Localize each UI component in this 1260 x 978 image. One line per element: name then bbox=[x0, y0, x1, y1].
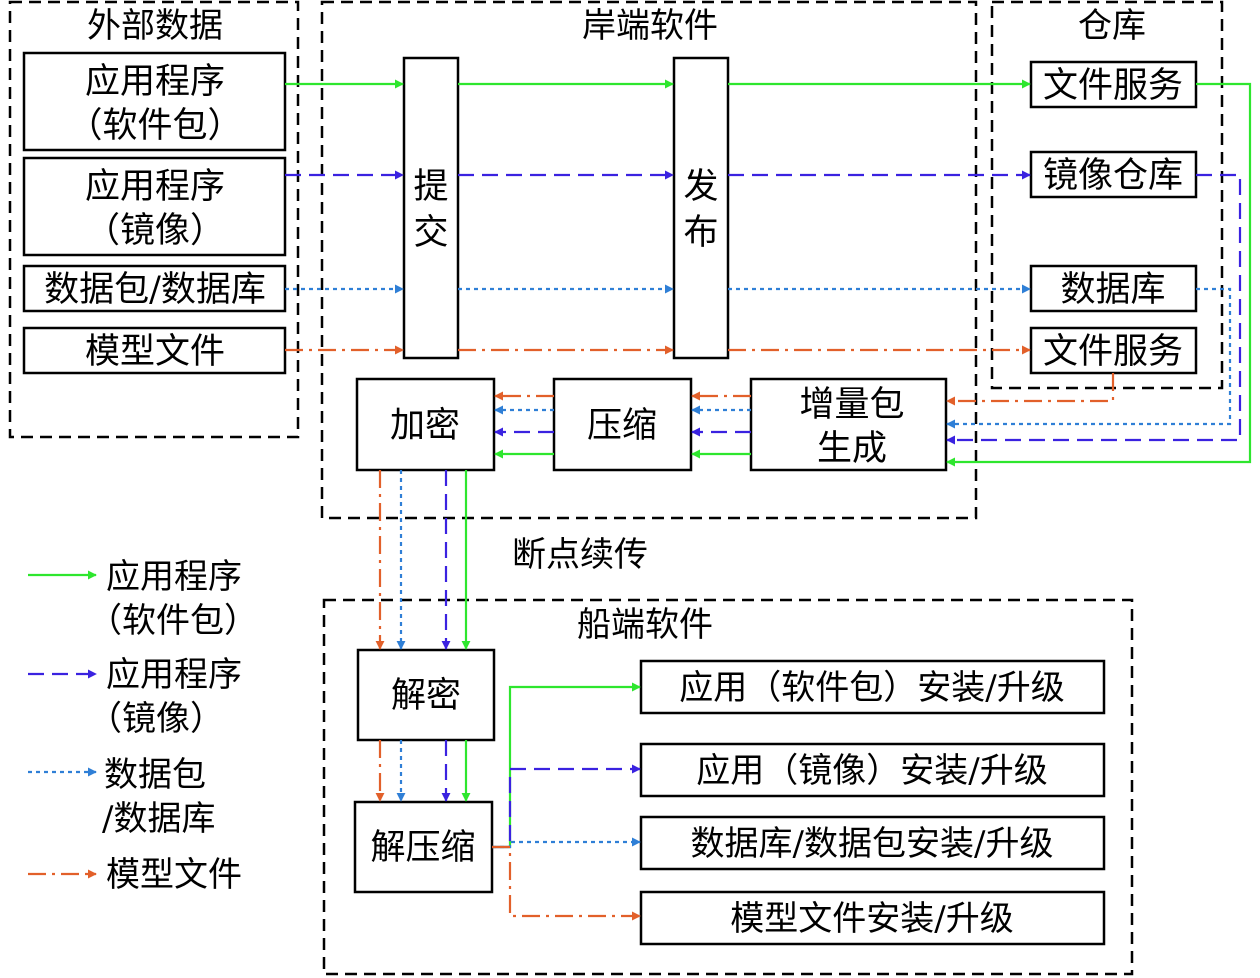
boxes bbox=[22, 51, 1198, 946]
label-install-app-package: 应用（软件包）安装/升级 bbox=[679, 668, 1064, 708]
label-submit-2: 交 bbox=[413, 213, 448, 253]
legend-label-model: 模型文件 bbox=[106, 855, 242, 895]
box-install-model bbox=[639, 890, 1106, 946]
label-data-package: 数据包/数据库 bbox=[44, 270, 266, 310]
box-app-package bbox=[22, 51, 287, 152]
box-compress bbox=[552, 377, 693, 472]
box-database bbox=[1029, 264, 1198, 313]
label-file-service-2: 文件服务 bbox=[1043, 332, 1183, 372]
box-encrypt bbox=[355, 377, 496, 472]
label-database: 数据库 bbox=[1060, 270, 1165, 310]
arrow-image-repo-to-delta bbox=[946, 173, 1242, 445]
legend-label-data-1: 数据包 bbox=[104, 755, 206, 795]
label-publish-1: 发 bbox=[683, 167, 718, 207]
label-install-app-image: 应用（镜像）安装/升级 bbox=[696, 751, 1047, 791]
box-decrypt bbox=[356, 648, 496, 742]
arrow-decompress-to-install-pkg bbox=[492, 682, 641, 849]
repository-title: 仓库 bbox=[1078, 6, 1146, 46]
group-containers bbox=[8, 0, 1224, 976]
label-encrypt: 加密 bbox=[390, 406, 460, 446]
box-install-data bbox=[639, 815, 1106, 871]
legend-label-app-image-1: 应用程序 bbox=[106, 655, 242, 695]
shore-software-group bbox=[320, 0, 978, 520]
arrow-decompress-to-install-image bbox=[492, 764, 641, 849]
legend-label-app-image-2: （镜像） bbox=[88, 699, 224, 739]
label-model-file: 模型文件 bbox=[85, 332, 225, 372]
box-decompress bbox=[353, 800, 494, 894]
label-submit-1: 提 bbox=[413, 167, 448, 207]
external-data-title: 外部数据 bbox=[87, 6, 223, 46]
box-publish bbox=[672, 56, 730, 360]
label-app-image-1: 应用程序 bbox=[85, 167, 225, 207]
box-install-app-package bbox=[639, 659, 1106, 715]
label-app-package-1: 应用程序 bbox=[85, 62, 225, 102]
ship-software-group bbox=[322, 598, 1134, 976]
flow-app-image bbox=[285, 170, 1242, 849]
box-delta-package bbox=[749, 377, 948, 472]
box-model-file bbox=[22, 326, 287, 375]
label-install-model: 模型文件安装/升级 bbox=[730, 899, 1013, 939]
label-delta-1: 增量包 bbox=[799, 385, 904, 425]
arrow-file-service-to-delta bbox=[946, 82, 1252, 467]
legend-label-data-2: /数据库 bbox=[102, 799, 215, 839]
box-app-image bbox=[22, 156, 287, 257]
label-app-package-2: （软件包） bbox=[67, 106, 242, 146]
arrow-file-service-2-to-delta bbox=[946, 373, 1115, 406]
box-image-repo bbox=[1029, 150, 1198, 199]
label-install-data: 数据库/数据包安装/升级 bbox=[691, 824, 1054, 864]
resume-transfer-label: 断点续传 bbox=[512, 535, 648, 575]
box-install-app-image bbox=[639, 742, 1106, 798]
label-publish-2: 布 bbox=[683, 213, 718, 253]
label-decrypt: 解密 bbox=[391, 676, 461, 716]
arrow-decompress-to-install-model bbox=[492, 845, 641, 921]
box-file-service-2 bbox=[1029, 326, 1198, 375]
label-image-repo: 镜像仓库 bbox=[1043, 156, 1183, 196]
ship-software-title: 船端软件 bbox=[577, 605, 713, 645]
shore-software-title: 岸端软件 bbox=[582, 6, 718, 46]
legend: 应用程序 （软件包） 应用程序 （镜像） 数据包 /数据库 模型文件 bbox=[28, 557, 258, 895]
flow-model bbox=[285, 345, 1115, 921]
legend-label-app-package-2: （软件包） bbox=[88, 601, 258, 641]
label-file-service: 文件服务 bbox=[1043, 66, 1183, 106]
label-delta-2: 生成 bbox=[817, 429, 887, 469]
label-compress: 压缩 bbox=[587, 406, 657, 446]
external-data-group bbox=[8, 0, 300, 439]
label-app-image-2: （镜像） bbox=[85, 211, 225, 251]
label-decompress: 解压缩 bbox=[370, 828, 475, 868]
legend-label-app-package-1: 应用程序 bbox=[106, 557, 242, 597]
arrow-decompress-to-install-data bbox=[492, 837, 641, 849]
repository-group bbox=[990, 0, 1224, 390]
arrow-database-to-delta bbox=[946, 287, 1232, 429]
box-submit bbox=[402, 56, 460, 360]
